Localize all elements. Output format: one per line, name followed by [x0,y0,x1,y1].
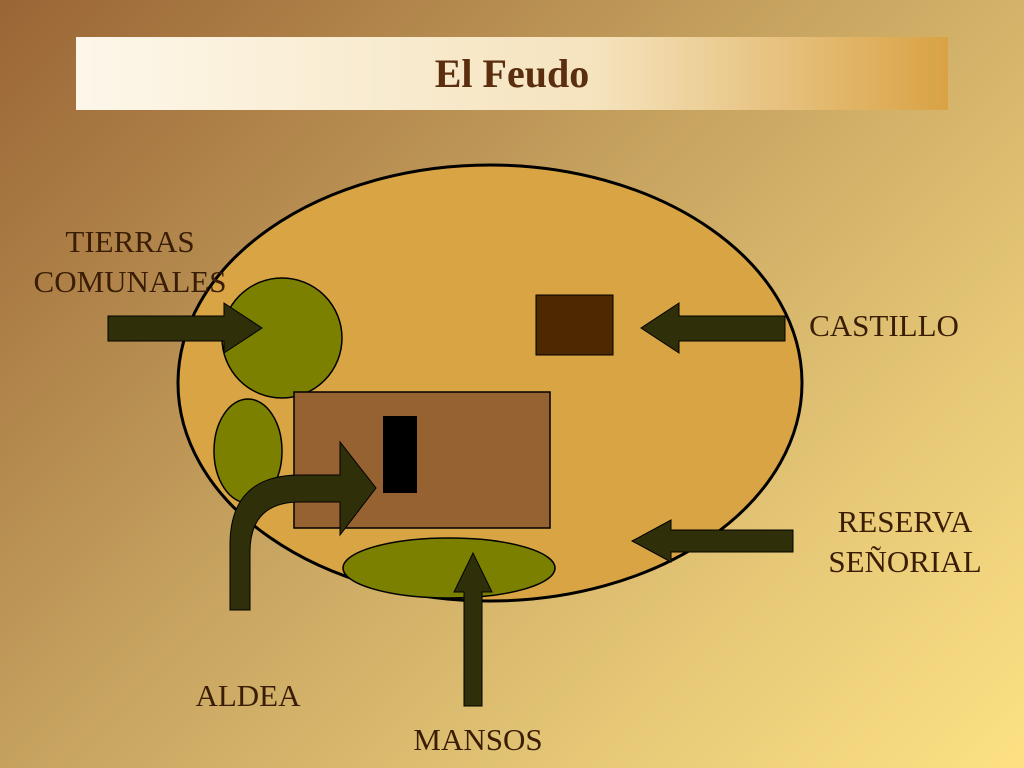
arrow-reserva-senorial [630,519,794,563]
label-reserva-line2: SEÑORIAL [828,544,982,579]
label-mansos: MANSOS [413,722,543,757]
label-castillo: CASTILLO [809,308,959,343]
label-tierras-line2: COMUNALES [33,264,227,299]
arrow-tierras-comunales [107,302,263,354]
page-title: El Feudo [434,51,590,96]
label-reserva-line1: RESERVA [837,504,973,539]
label-reserva-senorial: RESERVA SEÑORIAL [810,502,1000,582]
label-tierras-line1: TIERRAS [65,224,195,259]
demesne-rect [293,391,551,529]
label-aldea: ALDEA [195,678,301,713]
title-bar: El Feudo [76,37,948,110]
castle-block [535,294,614,356]
arrow-aldea [229,440,377,611]
village-block [383,416,417,493]
arrow-castillo [640,302,786,354]
arrow-mansos [453,551,493,707]
label-tierras-comunales: TIERRAS COMUNALES [20,222,240,302]
mansos-oval [342,537,556,599]
